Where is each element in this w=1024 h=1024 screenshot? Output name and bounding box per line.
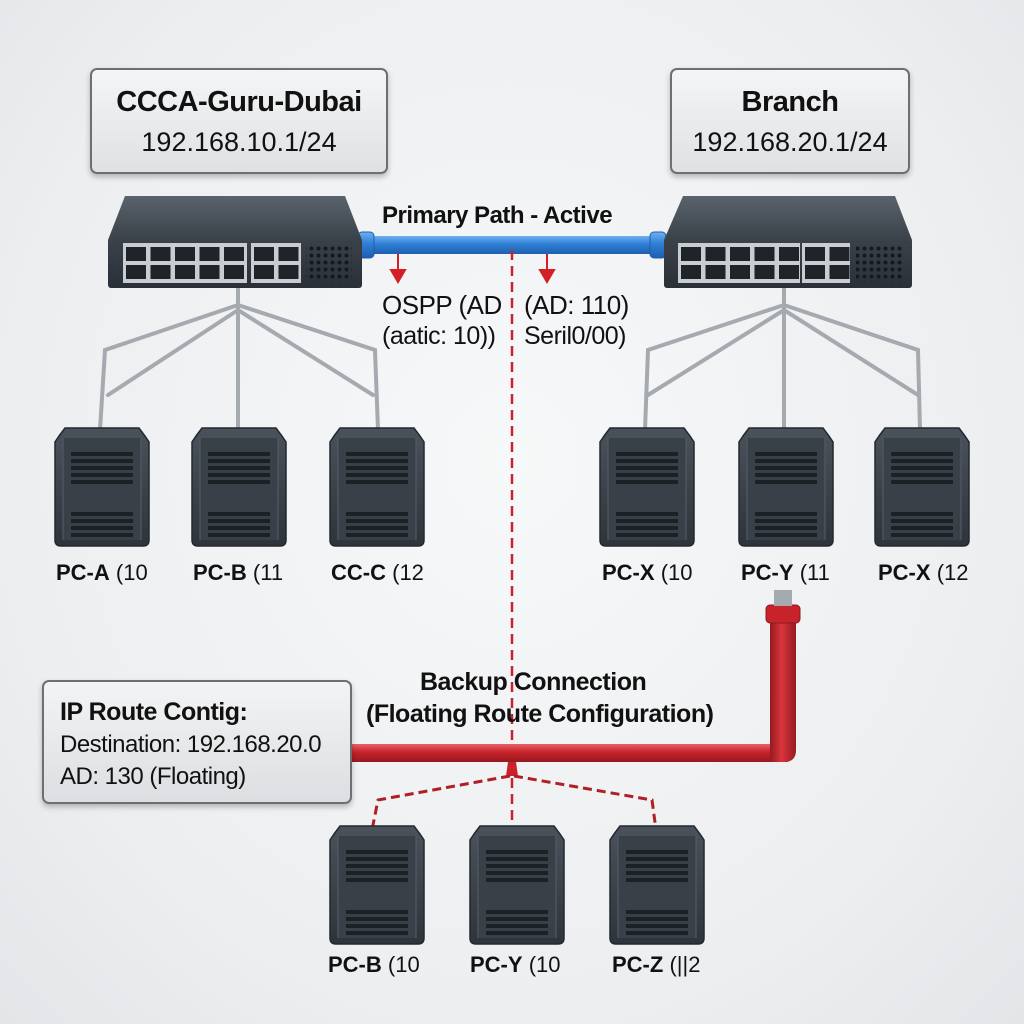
backup-subtitle: (Floating Route Configuration): [366, 700, 714, 728]
switch-port: [254, 265, 274, 279]
backup-pc-label: PC-B (10: [328, 952, 420, 977]
switch-port: [150, 265, 171, 279]
route-config-ad: AD: 130 (Floating): [60, 763, 246, 790]
switch-port: [224, 265, 244, 279]
switch-port: [175, 247, 195, 261]
primary-right-note-2: Seril0/00): [524, 322, 627, 350]
route-config-box: IP Route Contig: Destination: 192.168.20…: [42, 680, 352, 804]
switch-port: [199, 265, 220, 279]
switch-port: [175, 265, 195, 279]
pc-tower-x2: [874, 427, 970, 547]
primary-left-note-2: (aatic: 10)): [382, 322, 496, 350]
switch-port: [805, 265, 825, 279]
backup-pc-tower-y: [469, 825, 565, 945]
switch-port: [150, 247, 171, 261]
branch-pc-label: PC-X (12: [878, 560, 969, 585]
pc-tower-b: [191, 427, 287, 547]
hq-pc-label: PC-B (11: [193, 560, 284, 585]
switch-port: [829, 247, 850, 261]
switch-port: [730, 265, 750, 279]
route-config-destination: Destination: 192.168.20.0: [60, 731, 322, 758]
hq-router-label: CCCA-Guru-Dubai 192.168.10.1/24: [90, 68, 388, 174]
switch-port: [681, 247, 701, 261]
primary-left-note-1: OSPP (AD: [382, 290, 502, 320]
switch-port: [805, 247, 825, 261]
route-config-title: IP Route Contig:: [60, 698, 248, 726]
switch-port: [779, 247, 799, 261]
switch-port: [681, 265, 701, 279]
switch-port: [705, 265, 726, 279]
backup-pc-label: PC-Z (||2: [612, 952, 701, 977]
branch-pc-label: PC-Y (11: [741, 560, 830, 585]
hq-pc-label: CC-C (12: [331, 560, 424, 585]
switch-port: [254, 247, 274, 261]
switch-port: [278, 265, 299, 279]
backup-pc-tower-z: [609, 825, 705, 945]
branch-pc-label: PC-X (10: [602, 560, 693, 585]
switch-port: [829, 265, 850, 279]
switch-ports: [126, 247, 850, 279]
red-arrows: [389, 254, 556, 284]
switch-port: [224, 247, 244, 261]
pc-tower-y: [738, 427, 834, 547]
switch-port: [779, 265, 799, 279]
switch-port: [705, 247, 726, 261]
hq-cables: [98, 283, 380, 432]
branch-router-label: Branch 192.168.20.1/24: [670, 68, 910, 174]
switch-port: [754, 265, 775, 279]
switch-port: [126, 247, 146, 261]
backup-pc-label: PC-Y (10: [470, 952, 561, 977]
primary-right-note-1: (AD: 110): [524, 290, 629, 320]
branch-router-name: Branch: [741, 86, 839, 118]
hq-router-ip: 192.168.10.1/24: [141, 127, 337, 157]
branch-cables: [643, 283, 922, 432]
switch-port: [278, 247, 299, 261]
switch-port: [754, 247, 775, 261]
switch-port: [126, 265, 146, 279]
pc-tower-c: [329, 427, 425, 547]
backup-title: Backup Connection: [420, 668, 647, 696]
pc-tower-x: [599, 427, 695, 547]
pc-tower-a: [54, 427, 150, 547]
backup-link: [348, 590, 801, 776]
switch-port: [199, 247, 220, 261]
backup-dashed-branches: [370, 774, 658, 831]
branch-router-ip: 192.168.20.1/24: [692, 127, 888, 157]
hq-router-name: CCCA-Guru-Dubai: [116, 86, 362, 118]
hq-pc-label: PC-A (10: [56, 560, 148, 585]
backup-pc-tower-b: [329, 825, 425, 945]
switch-port: [730, 247, 750, 261]
primary-path-title: Primary Path - Active: [382, 202, 613, 229]
